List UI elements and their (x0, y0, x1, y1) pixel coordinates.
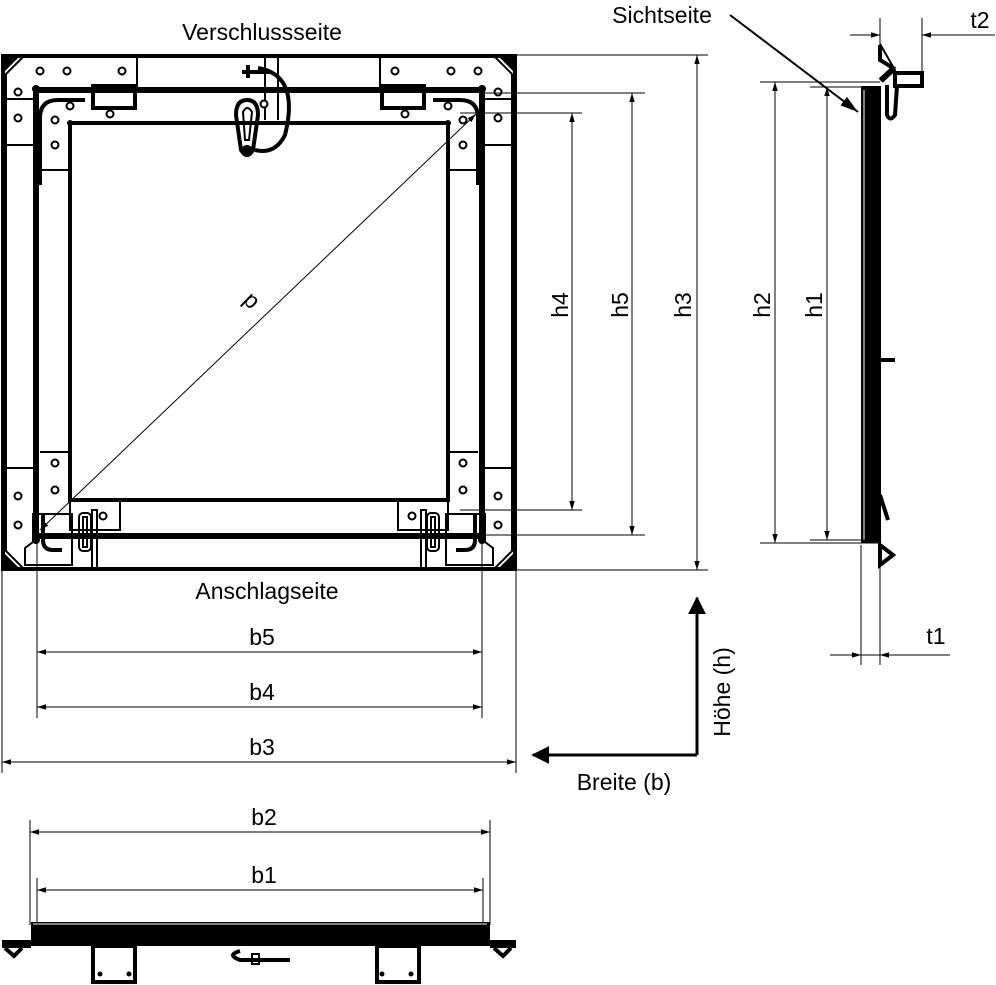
hinge-right (420, 509, 494, 569)
vertical-dimensions: h4 h5 h3 (460, 54, 708, 571)
view-side-leader (729, 14, 859, 113)
view-side-label: Sichtseite (612, 2, 712, 28)
dimension-t2-label: t2 (970, 7, 989, 33)
side-frame-body (861, 86, 881, 543)
dimension-h3-label: h3 (670, 292, 696, 318)
side-view: Sichtseite h2 h1 t2 t1 (612, 2, 995, 665)
hinge-left (24, 509, 98, 569)
bottom-view: b2 b1 (2, 804, 516, 984)
frame-inner (33, 87, 485, 539)
bottom-side-label: Anschlagseite (195, 578, 338, 604)
dimension-t1-label: t1 (926, 623, 945, 649)
clip-left (91, 84, 137, 110)
dimension-h5-label: h5 (607, 292, 633, 318)
front-view: Verschlussseite (1, 19, 517, 604)
dimension-b2-label: b2 (251, 804, 277, 830)
frame-band-lines (4, 98, 514, 469)
outer-frame (1, 54, 517, 571)
dimension-h1-label: h1 (801, 292, 827, 318)
clip-right (380, 84, 426, 110)
dimension-d-label: d (236, 289, 263, 317)
dimension-d-line (39, 113, 477, 531)
width-axis-label: Breite (b) (577, 769, 672, 795)
lock-fitting (233, 65, 291, 157)
dimension-b4-label: b4 (249, 679, 275, 705)
dimension-h4-label: h4 (547, 292, 573, 318)
bracket-right (375, 944, 421, 984)
bottom-frame-body (31, 922, 490, 946)
top-side-label: Verschlussseite (182, 19, 342, 45)
dimension-b1-label: b1 (251, 862, 277, 888)
height-axis-label: Höhe (h) (709, 647, 735, 736)
bracket-left (91, 944, 137, 984)
dimension-b3-label: b3 (249, 734, 275, 760)
dimension-b5-label: b5 (249, 624, 275, 650)
dimension-h2-label: h2 (749, 292, 775, 318)
horizontal-dimensions: b5 b4 b3 (1, 540, 517, 773)
door-panel (68, 121, 450, 502)
orientation-axes: Höhe (h) Breite (b) (531, 596, 735, 795)
